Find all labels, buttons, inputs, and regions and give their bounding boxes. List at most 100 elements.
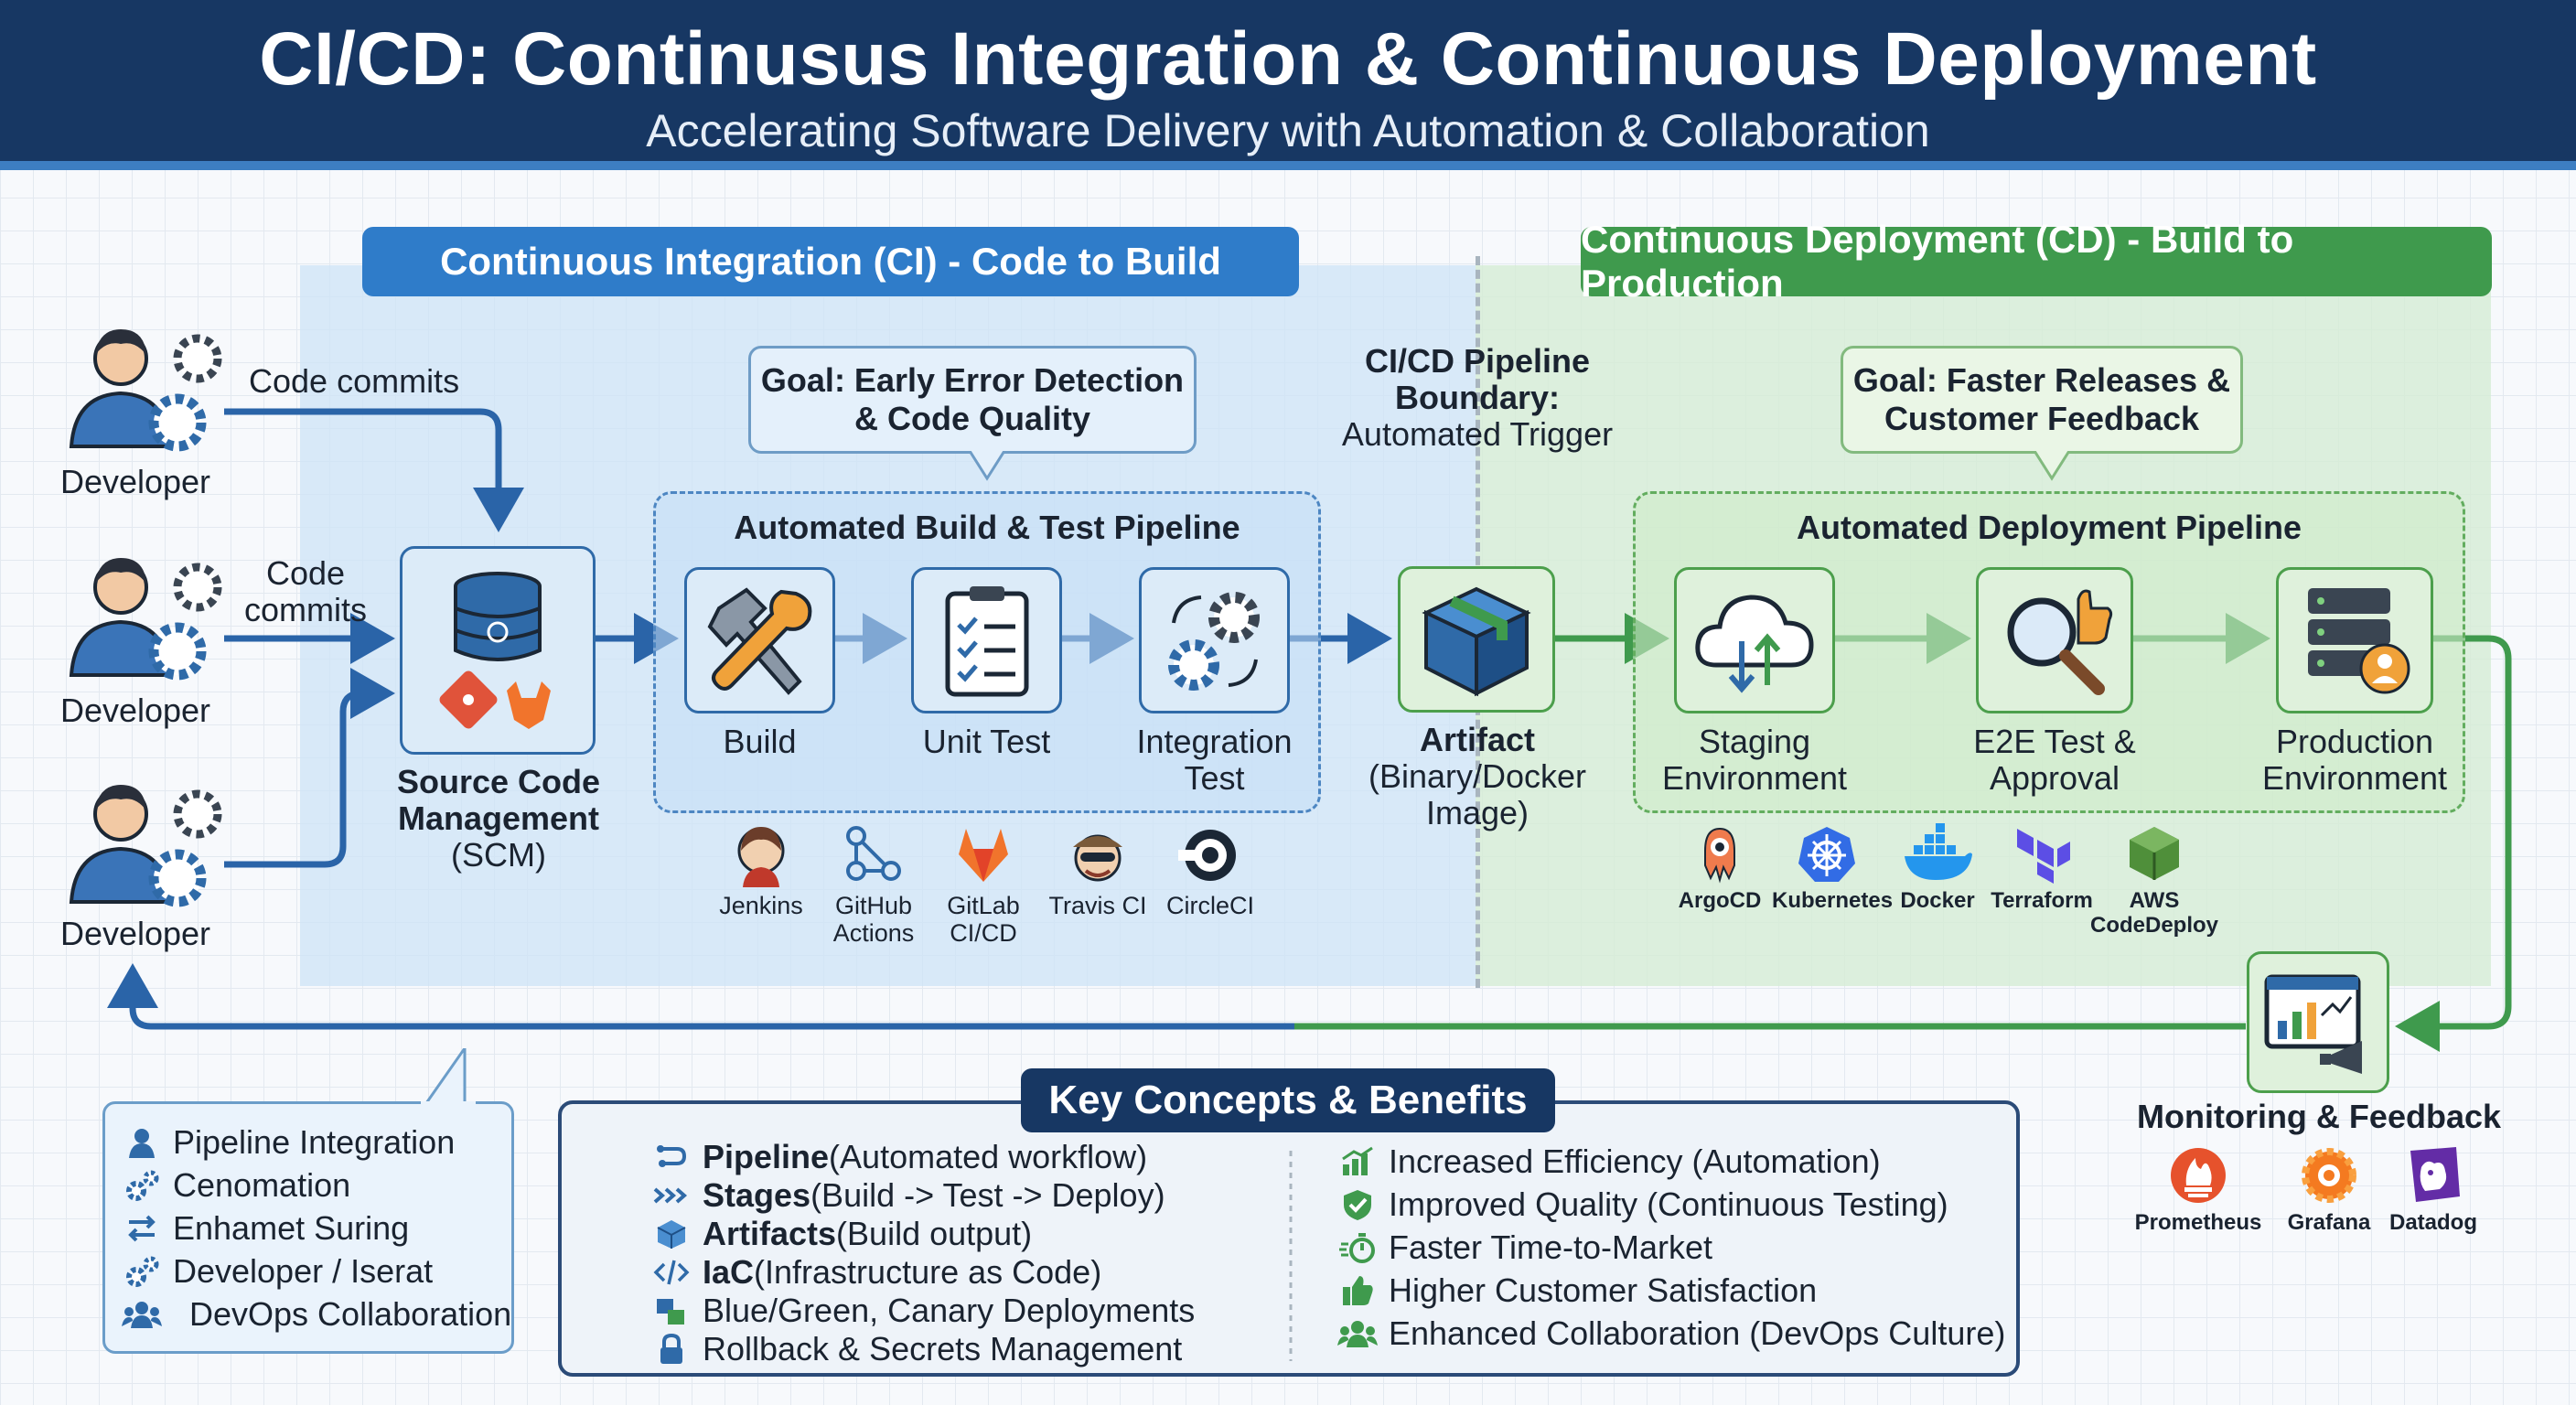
monitoring-title: Monitoring & Feedback — [2136, 1098, 2502, 1135]
integration-test-stage[interactable] — [1139, 567, 1290, 713]
blue-green-icon — [651, 1292, 692, 1330]
key-concepts-title: Key Concepts & Benefits — [1021, 1068, 1555, 1132]
developer-label: Developer — [59, 915, 211, 952]
gears-icon — [122, 1252, 162, 1291]
concept-desc: (Build output) — [836, 1215, 1033, 1252]
concept-term: Stages — [703, 1176, 811, 1214]
tool-prometheus: Prometheus — [2120, 1145, 2276, 1246]
tool-label: Docker — [1900, 888, 1975, 913]
boundary-label: Automated Trigger — [1341, 415, 1614, 453]
legend-item: Cenomation — [122, 1164, 511, 1207]
artifact-label: (Binary/Docker — [1368, 757, 1587, 795]
concept-item: IaC (Infrastructure as Code) — [651, 1253, 1273, 1292]
artifact-label: Image) — [1425, 794, 1530, 831]
key-concepts-panel — [558, 1100, 2020, 1377]
tool-aws-codedeploy: AWS CodeDeploy — [2090, 823, 2218, 947]
benefit-item: Improved Quality (Continuous Testing) — [1337, 1183, 2005, 1226]
argocd-icon — [1704, 827, 1735, 884]
artifact-tile[interactable] — [1398, 566, 1555, 713]
legend-item: DevOps Collaboration — [122, 1292, 511, 1335]
commit-label: Code — [265, 554, 346, 592]
developer-icon — [69, 558, 222, 681]
production-stage[interactable] — [2276, 567, 2433, 713]
concept-desc: Blue/Green, Canary Deployments — [703, 1292, 1196, 1329]
artifact-box-icon — [1422, 586, 1531, 697]
tool-label: Datadog — [2389, 1210, 2477, 1235]
staging-stage[interactable] — [1674, 567, 1835, 713]
prometheus-icon — [2171, 1148, 2226, 1203]
build-stage[interactable] — [684, 567, 835, 713]
swap-arrows-icon — [122, 1209, 162, 1248]
benefit-item: Enhanced Collaboration (DevOps Culture) — [1337, 1312, 2005, 1355]
gears-icon — [122, 1166, 162, 1205]
commit-label: commits — [244, 591, 367, 628]
monitoring-tile[interactable] — [2247, 951, 2389, 1093]
benefit-item: Higher Customer Satisfaction — [1337, 1269, 2005, 1312]
concept-item: Artifacts (Build output) — [651, 1215, 1273, 1253]
cloud-sync-icon — [1695, 595, 1814, 693]
ci-banner: Continuous Integration (CI) - Code to Bu… — [362, 227, 1299, 296]
concept-desc: Rollback & Secrets Management — [703, 1330, 1183, 1367]
concept-term: Pipeline — [703, 1138, 830, 1175]
circleci-icon — [1178, 830, 1236, 881]
kubernetes-icon — [1798, 827, 1855, 882]
concept-term: Artifacts — [703, 1215, 837, 1252]
server-user-icon — [2308, 588, 2410, 694]
tool-label: ArgoCD — [1678, 888, 1762, 913]
tool-jenkins: Jenkins — [715, 823, 807, 951]
concept-item: Pipeline (Automated workflow) — [651, 1138, 1273, 1176]
pipeline-icon — [651, 1138, 692, 1176]
tool-gitlab: GitLab CI/CD — [938, 823, 1029, 951]
scm-tile[interactable] — [400, 546, 596, 755]
cd-goal-text: Customer Feedback — [1884, 400, 2200, 437]
bar-chart-icon — [1337, 1142, 1378, 1181]
database-git-icon — [439, 572, 551, 729]
stage-label: Production — [2275, 723, 2434, 760]
commit-arrow-1 — [224, 408, 524, 532]
checklist-icon — [945, 586, 1028, 697]
tool-label: AWS — [2129, 888, 2180, 913]
benefit-label: Enhanced Collaboration (DevOps Culture) — [1389, 1314, 2006, 1352]
tool-travis-ci: Travis CI — [1038, 823, 1157, 951]
benefit-label: Improved Quality (Continuous Testing) — [1389, 1185, 1948, 1223]
scm-label: Management — [397, 799, 600, 837]
tool-datadog: Datadog — [2378, 1145, 2488, 1246]
developer-label: Developer — [59, 463, 211, 500]
tool-label: CodeDeploy — [2090, 913, 2219, 938]
gitlab-icon — [959, 829, 1008, 882]
stage-label: Environment — [2261, 759, 2448, 797]
concept-desc: (Automated workflow) — [829, 1138, 1148, 1175]
benefit-label: Higher Customer Satisfaction — [1389, 1271, 1818, 1309]
e2e-approval-stage[interactable] — [1976, 567, 2133, 713]
legend-panel: Pipeline Integration Cenomation Enhamet … — [102, 1101, 514, 1354]
person-icon — [122, 1123, 162, 1162]
legend-label: Cenomation — [173, 1165, 351, 1204]
legend-item: Developer / Iserat — [122, 1249, 511, 1292]
tool-label: Travis CI — [1048, 892, 1147, 919]
legend-label: Pipeline Integration — [173, 1122, 456, 1161]
stage-label: Staging — [1698, 723, 1811, 760]
tool-argocd: ArgoCD — [1674, 823, 1766, 924]
concept-desc: (Build -> Test -> Deploy) — [810, 1176, 1165, 1214]
tool-terraform: Terraform — [1987, 823, 2097, 924]
stage-label: Unit Test — [922, 723, 1051, 760]
concepts-divider — [1289, 1151, 1293, 1361]
chevrons-icon — [651, 1176, 692, 1215]
lock-icon — [651, 1330, 692, 1368]
cd-goal-callout: Goal: Faster Releases &Customer Feedback — [1841, 346, 2243, 454]
tool-label: Prometheus — [2134, 1210, 2262, 1235]
scm-label: Source Code — [396, 763, 601, 800]
ci-pipeline-title: Automated Build & Test Pipeline — [734, 509, 1240, 546]
production-to-monitoring-arrow — [2395, 635, 2512, 1052]
boundary-label: CI/CD Pipeline — [1364, 342, 1591, 380]
terraform-icon — [2017, 829, 2070, 884]
commit-arrow-3 — [224, 668, 395, 868]
unit-test-stage[interactable] — [911, 567, 1062, 713]
gears-icon — [1167, 592, 1260, 691]
legend-item: Enhamet Suring — [122, 1207, 511, 1249]
ci-goal-callout: Goal: Early Error Detection& Code Qualit… — [748, 346, 1197, 454]
cube-icon — [651, 1215, 692, 1253]
legend-label: DevOps Collaboration — [189, 1294, 512, 1333]
tool-label: Terraform — [1991, 888, 2093, 913]
ci-goal-text: Goal: Early Error Detection — [760, 361, 1185, 399]
